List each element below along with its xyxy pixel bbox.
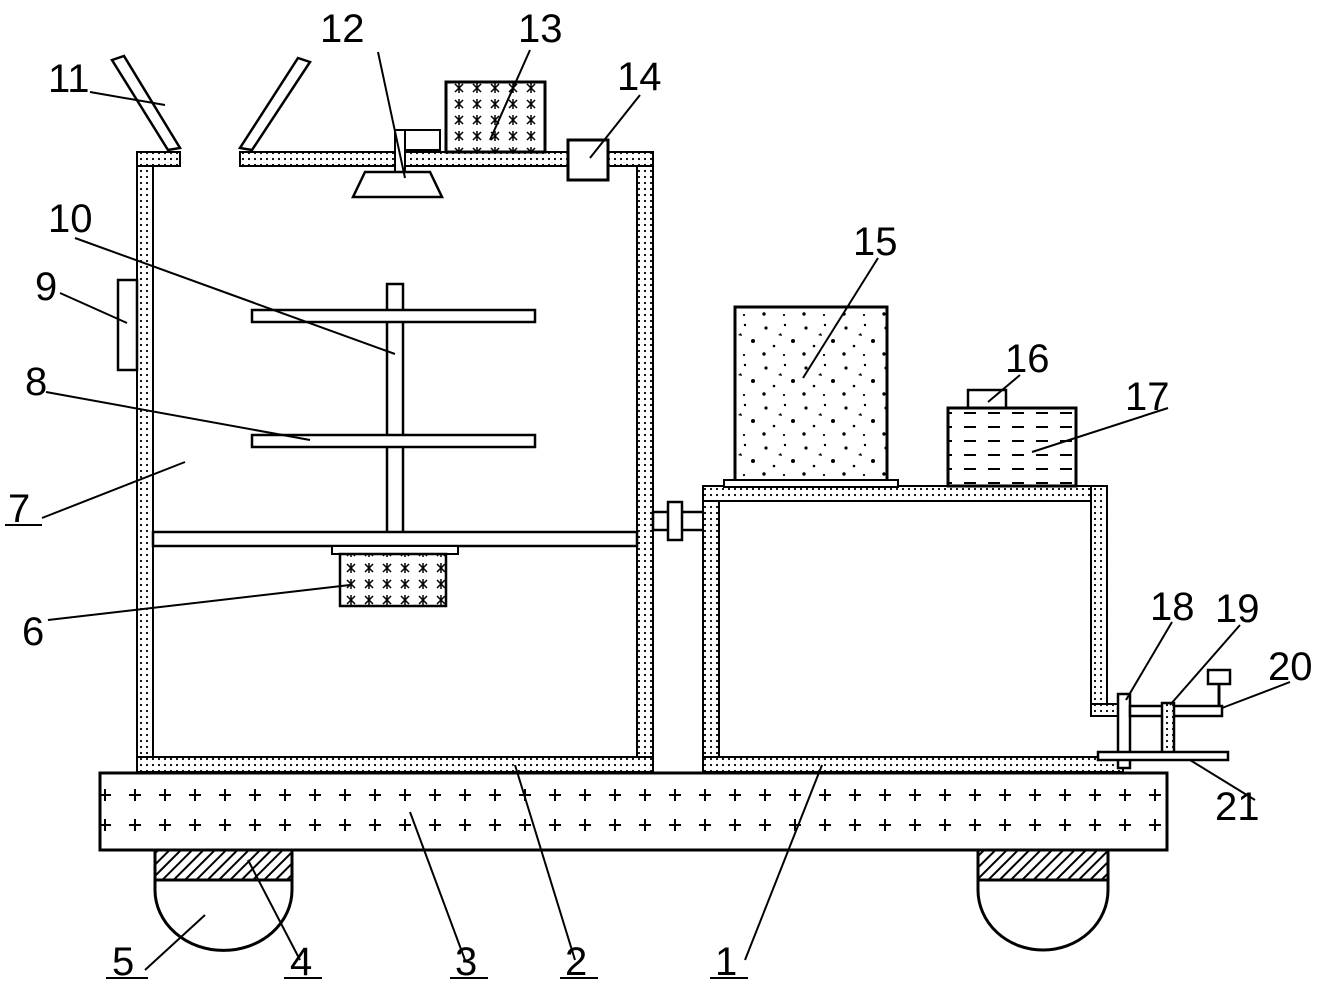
label-21: 21 (1215, 785, 1260, 829)
label-4: 4 (290, 940, 312, 984)
material-block (723, 305, 899, 488)
label-5: 5 (112, 940, 134, 984)
label-11: 11 (48, 57, 90, 101)
label-1: 1 (715, 940, 737, 984)
label-17: 17 (1125, 375, 1170, 419)
label-19: 19 (1215, 587, 1260, 631)
label-15: 15 (853, 220, 898, 264)
label-2: 2 (565, 940, 587, 984)
water-tank (946, 388, 1078, 488)
label-20: 20 (1268, 645, 1313, 689)
feed-hopper-right (237, 56, 312, 152)
side-panel (116, 278, 139, 372)
partition-plate (151, 530, 639, 548)
motor (331, 545, 459, 608)
label-6: 6 (22, 610, 44, 654)
label-18: 18 (1150, 585, 1195, 629)
secondary-tank (702, 485, 1127, 773)
stirring-assembly (250, 282, 537, 548)
label-16: 16 (1005, 337, 1050, 381)
mixing-tank (136, 151, 654, 773)
label-7: 7 (8, 487, 30, 531)
top-tank (444, 80, 547, 154)
right-wheel (976, 848, 1110, 952)
label-3: 3 (455, 940, 477, 984)
label-underlines (5, 524, 748, 979)
valve-assembly (1096, 668, 1232, 770)
left-wheel (153, 848, 294, 952)
sensor-box (566, 138, 610, 182)
label-13: 13 (518, 7, 563, 51)
leader-lines (41, 49, 1291, 971)
label-14: 14 (617, 55, 662, 99)
label-9: 9 (35, 265, 57, 309)
label-12: 12 (320, 7, 365, 51)
label-10: 10 (48, 197, 93, 241)
label-8: 8 (25, 360, 47, 404)
feed-hopper-left (110, 54, 183, 152)
base-plate (98, 771, 1169, 852)
part-labels: 11 12 13 14 10 9 8 7 6 15 16 17 18 19 20… (8, 7, 1313, 984)
connecting-pipe (651, 500, 710, 542)
